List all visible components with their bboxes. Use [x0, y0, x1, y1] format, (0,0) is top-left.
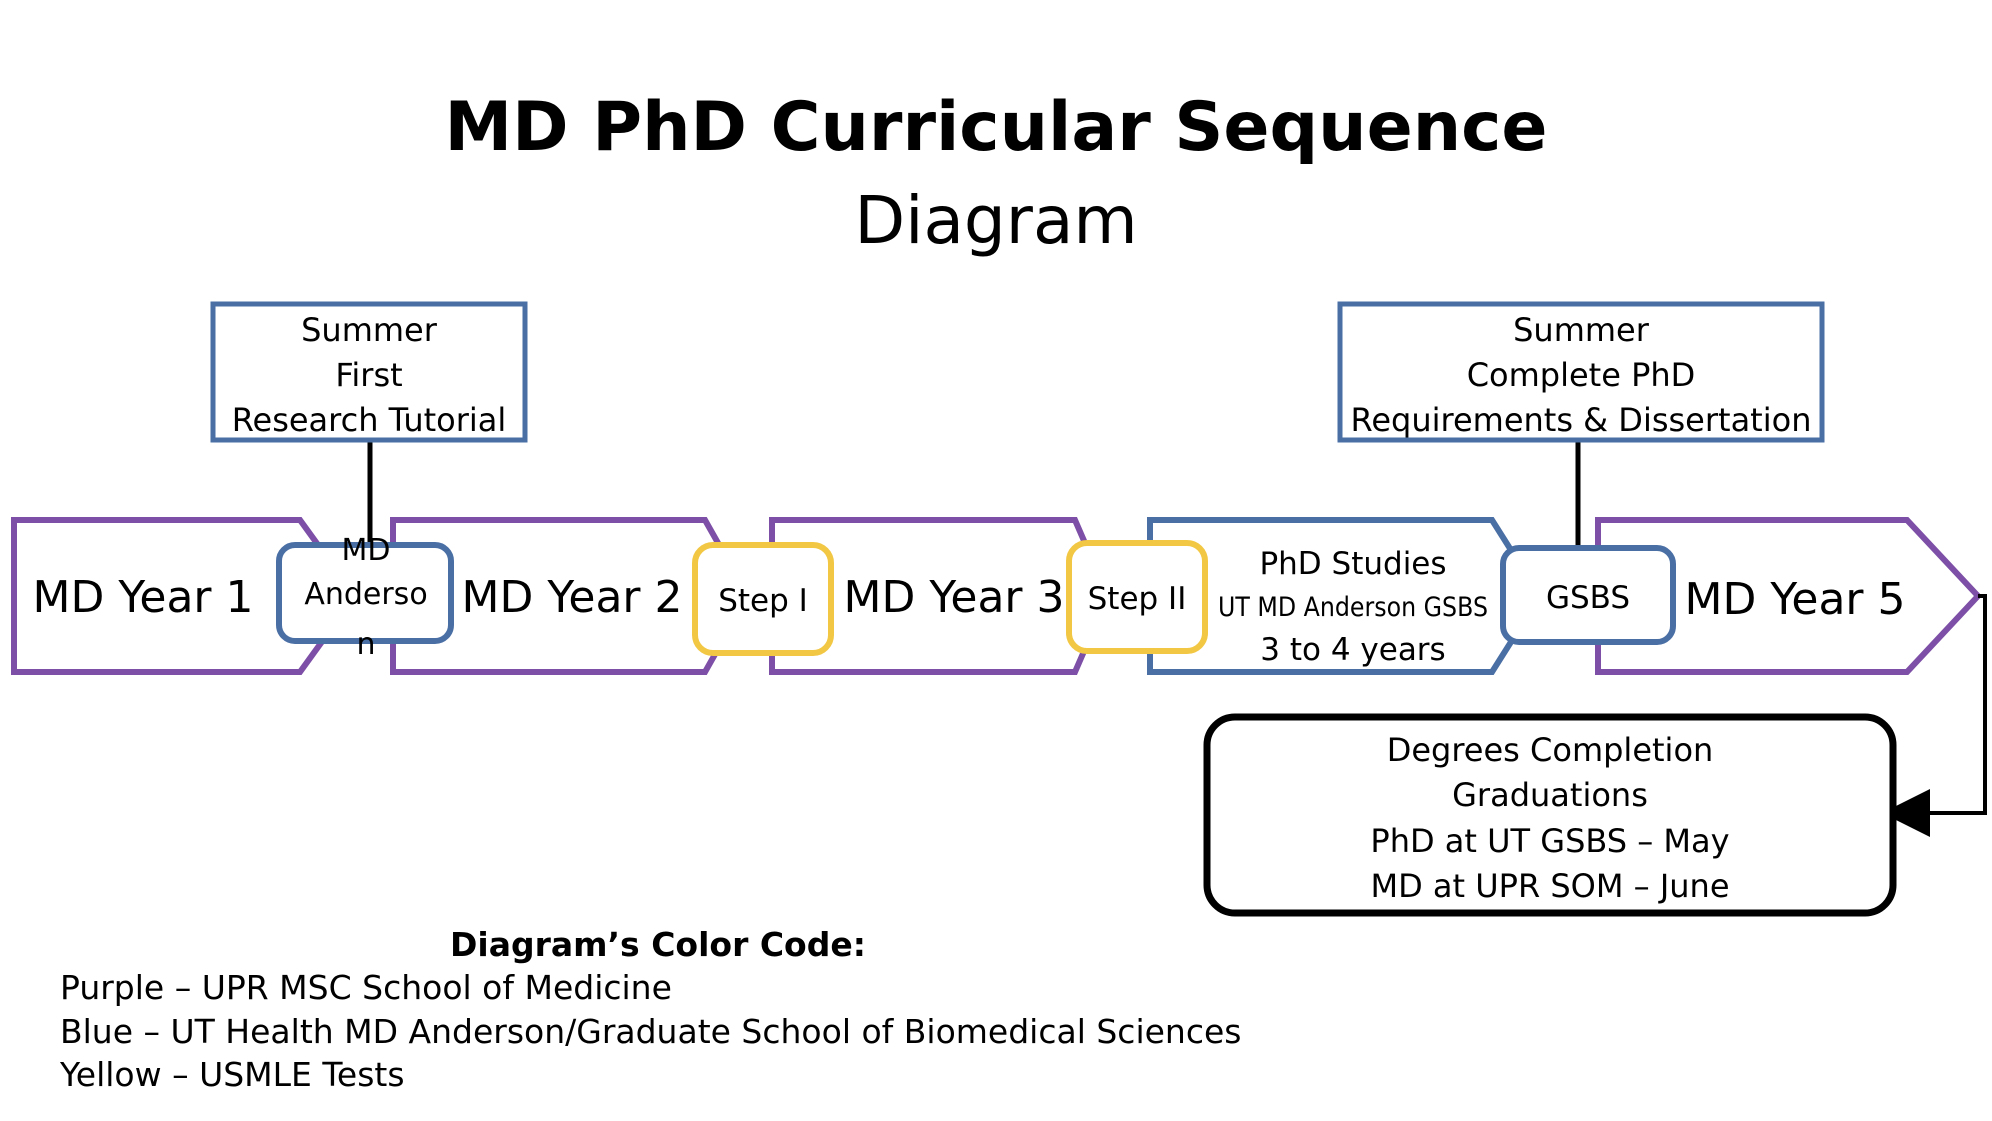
stage-label: MD Year 1: [33, 572, 254, 623]
summer-box-line: Requirements & Dissertation: [1351, 401, 1812, 439]
summer-box-line: Summer: [1513, 311, 1650, 349]
connector-gsbs: GSBS: [1500, 545, 1676, 645]
diagram-subtitle: Diagram: [854, 182, 1138, 259]
connector-line-text: GSBS: [1546, 580, 1630, 616]
diagram-title: MD PhD Curricular Sequence: [444, 88, 1548, 167]
connector-step-1: Step I: [692, 542, 834, 656]
summer-box-first: Summer First Research Tutorial: [210, 301, 528, 545]
legend-title: Diagram’s Color Code:: [450, 925, 866, 964]
stage-phd-studies: PhD Studies UT MD Anderson GSBS 3 to 4 y…: [1147, 517, 1544, 675]
legend-item-blue: Blue – UT Health MD Anderson/Graduate Sc…: [60, 1012, 1242, 1051]
summer-box-line: First: [335, 356, 402, 394]
stage-label: MD Year 2: [462, 572, 683, 623]
stage-label: MD Year 3: [844, 572, 1065, 623]
legend-item-yellow: Yellow – USMLE Tests: [60, 1055, 405, 1094]
connector-md-anderson: MD Anderso n: [276, 533, 454, 662]
completion-line: PhD at UT GSBS – May: [1370, 822, 1729, 860]
summer-box-complete-phd: Summer Complete PhD Requirements & Disse…: [1337, 301, 1825, 548]
summer-box-line: Complete PhD: [1467, 356, 1696, 394]
completion-line: MD at UPR SOM – June: [1370, 867, 1729, 905]
completion-line: Graduations: [1452, 776, 1648, 814]
summer-box-line: Research Tutorial: [232, 401, 507, 439]
stage-md-year-5: MD Year 5: [1595, 517, 1983, 675]
stage-label: MD Year 5: [1685, 574, 1906, 625]
stage-line: 3 to 4 years: [1260, 632, 1445, 668]
connector-line-text: Anderso: [304, 577, 427, 612]
connector-line-text: n: [356, 627, 375, 662]
stage-line: UT MD Anderson GSBS: [1218, 592, 1488, 623]
stage-md-year-1: MD Year 1: [11, 517, 359, 675]
completion-line: Degrees Completion: [1387, 731, 1714, 769]
connector-line-text: MD: [342, 533, 391, 568]
stage-line: PhD Studies: [1259, 546, 1446, 582]
connector-step-2: Step II: [1066, 540, 1208, 654]
completion-arrow: [1882, 594, 1987, 837]
legend-item-purple: Purple – UPR MSC School of Medicine: [60, 968, 672, 1007]
connector-line-text: Step I: [718, 583, 808, 619]
summer-box-line: Summer: [301, 311, 438, 349]
connector-line-text: Step II: [1088, 581, 1187, 617]
degrees-completion-box: Degrees Completion Graduations PhD at UT…: [1203, 713, 1897, 917]
